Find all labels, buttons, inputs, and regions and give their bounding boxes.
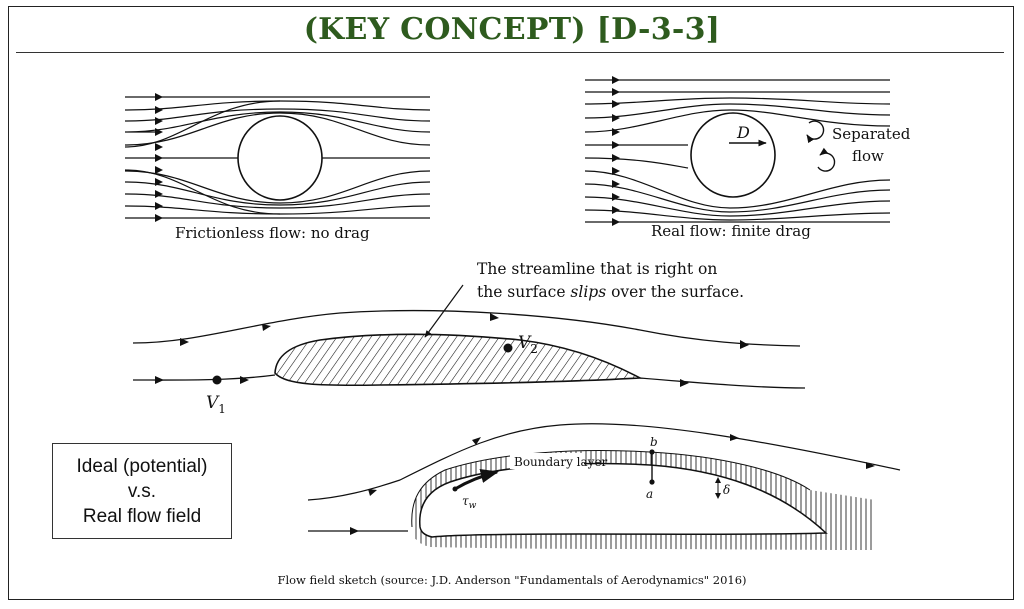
tau-point [452, 486, 458, 492]
note-line1: Ideal (potential) [76, 455, 208, 477]
upper-streamline-arrows [180, 313, 749, 349]
real-streamlines [584, 79, 891, 223]
separated-label-line2: flow [852, 147, 884, 165]
cylinder [237, 115, 323, 201]
v1-label: V1 [206, 393, 226, 416]
upper-streamline [132, 309, 801, 347]
real-streamline-arrows [612, 76, 620, 226]
lower-streamline-arrows [155, 376, 689, 387]
frictionless-caption: Frictionless flow: no drag [175, 224, 370, 242]
annotation-line1: The streamline that is right on [477, 260, 717, 278]
point-b [649, 449, 655, 455]
drag-label: D [736, 123, 750, 142]
point-v1 [212, 375, 222, 385]
note-line3: Real flow field [82, 505, 202, 527]
boundary-layer-label: Boundary layer [514, 455, 608, 469]
airfoil-shape [274, 333, 643, 387]
outer-streamline-arrows [368, 434, 875, 496]
annotation-line2: the surface slips over the surface. [477, 283, 744, 301]
streamlines [124, 96, 431, 219]
real-flow-diagram: D Separated flow Real flow: finite drag [584, 76, 911, 240]
source-caption: Flow field sketch (source: J.D. Anderson… [277, 573, 747, 587]
point-a-label: a [646, 487, 653, 501]
point-b-label: b [650, 435, 658, 449]
upper-lower-streamlines [124, 112, 431, 204]
streamline-arrows [155, 93, 163, 222]
ideal-vs-real-note: Ideal (potential) v.s. Real flow field [52, 443, 232, 539]
boundary-layer-diagram: Boundary layer τw b a δ [307, 423, 901, 550]
point-a [649, 479, 655, 485]
real-flow-caption: Real flow: finite drag [651, 222, 811, 240]
tau-label: τw [462, 494, 477, 511]
point-v2 [503, 343, 513, 353]
note-line2: v.s. [127, 480, 157, 502]
lower-streamline [132, 374, 806, 389]
slide-title: (KEY CONCEPT) [D-3-3] [303, 12, 721, 47]
v2-label: V2 [518, 333, 538, 356]
boundary-layer-edge [411, 450, 811, 528]
boundary-layer-label-bg [510, 453, 584, 469]
annotation-leader [424, 284, 464, 338]
separated-label-line1: Separated [832, 125, 911, 143]
inviscid-airfoil-diagram: V1 V2 The streamline that is right on th… [132, 260, 806, 416]
title-divider [16, 52, 1004, 53]
shear-stress-arrow [454, 468, 499, 491]
separated-flow-vortices [806, 120, 836, 172]
cylinder-real [690, 112, 776, 198]
outer-streamline [307, 423, 901, 501]
frictionless-flow-diagram: Frictionless flow: no drag [124, 93, 431, 242]
delta-label: δ [723, 483, 730, 497]
